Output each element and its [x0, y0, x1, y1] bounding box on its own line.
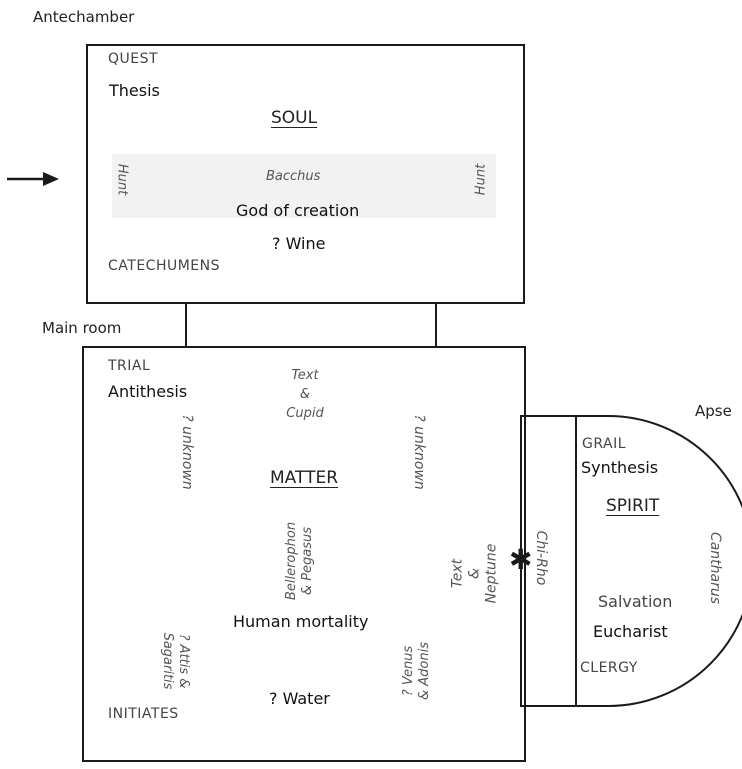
water-label: ? Water: [269, 689, 330, 708]
apse-shape: [520, 415, 742, 707]
text-cupid-label: Text & Cupid: [280, 366, 330, 423]
attis-line1: ? Attis &: [176, 633, 191, 689]
chi-rho-label: Chi-Rho: [533, 530, 549, 586]
venus-line2: & Adonis: [417, 642, 432, 700]
text-neptune-line3: Neptune: [483, 543, 500, 604]
text-cupid-line1: Text: [291, 368, 319, 383]
entrance-arrow-icon: [7, 172, 59, 186]
wine-label: ? Wine: [272, 234, 326, 253]
eucharist-label: Eucharist: [593, 622, 668, 641]
bellerophon-label: Bellerophon & Pegasus: [284, 511, 316, 611]
catechumens-label: CATECHUMENS: [108, 258, 220, 274]
text-cupid-line2: &: [299, 387, 311, 402]
corridor-left-wall: [185, 303, 187, 348]
main-room-title: Main room: [42, 319, 122, 337]
spirit-label: SPIRIT: [606, 496, 660, 516]
bacchus-label: Bacchus: [266, 169, 321, 184]
text-neptune-label: Text & Neptune: [450, 524, 501, 624]
attis-line2: Sagaritis: [160, 632, 175, 690]
text-neptune-line2: &: [466, 568, 483, 579]
text-cupid-line3: Cupid: [286, 406, 324, 421]
hunt-right-label: Hunt: [473, 163, 489, 196]
bellerophon-line2: & Pegasus: [300, 526, 315, 596]
clergy-label: CLERGY: [580, 660, 638, 676]
venus-line1: ? Venus: [401, 645, 416, 697]
god-of-creation-label: God of creation: [236, 201, 360, 220]
hunt-left-label: Hunt: [114, 163, 130, 196]
antithesis-label: Antithesis: [108, 382, 188, 401]
antechamber-title: Antechamber: [33, 8, 135, 26]
grail-label: GRAIL: [582, 436, 627, 452]
cantharus-label: Cantharus: [707, 531, 723, 605]
attis-label: ? Attis & Sagaritis: [159, 621, 191, 701]
thesis-label: Thesis: [109, 81, 160, 100]
antechamber-box: [86, 44, 525, 304]
initiates-label: INITIATES: [108, 706, 179, 722]
salvation-label: Salvation: [598, 592, 673, 611]
bellerophon-line1: Bellerophon: [284, 521, 299, 601]
main-room-box: [82, 346, 526, 762]
text-neptune-line1: Text: [449, 558, 466, 589]
venus-label: ? Venus & Adonis: [401, 626, 433, 716]
trial-label: TRIAL: [108, 358, 151, 374]
synthesis-label: Synthesis: [581, 458, 659, 477]
apse-title: Apse: [695, 402, 732, 420]
corridor-right-wall: [435, 303, 437, 348]
matter-label: MATTER: [270, 468, 338, 488]
unknown-left-label: ? unknown: [179, 414, 195, 490]
quest-label: QUEST: [108, 51, 159, 67]
soul-label: SOUL: [271, 108, 318, 128]
human-mortality-label: Human mortality: [233, 612, 369, 631]
antechamber-band: [112, 154, 496, 218]
unknown-right-label: ? unknown: [411, 414, 427, 490]
